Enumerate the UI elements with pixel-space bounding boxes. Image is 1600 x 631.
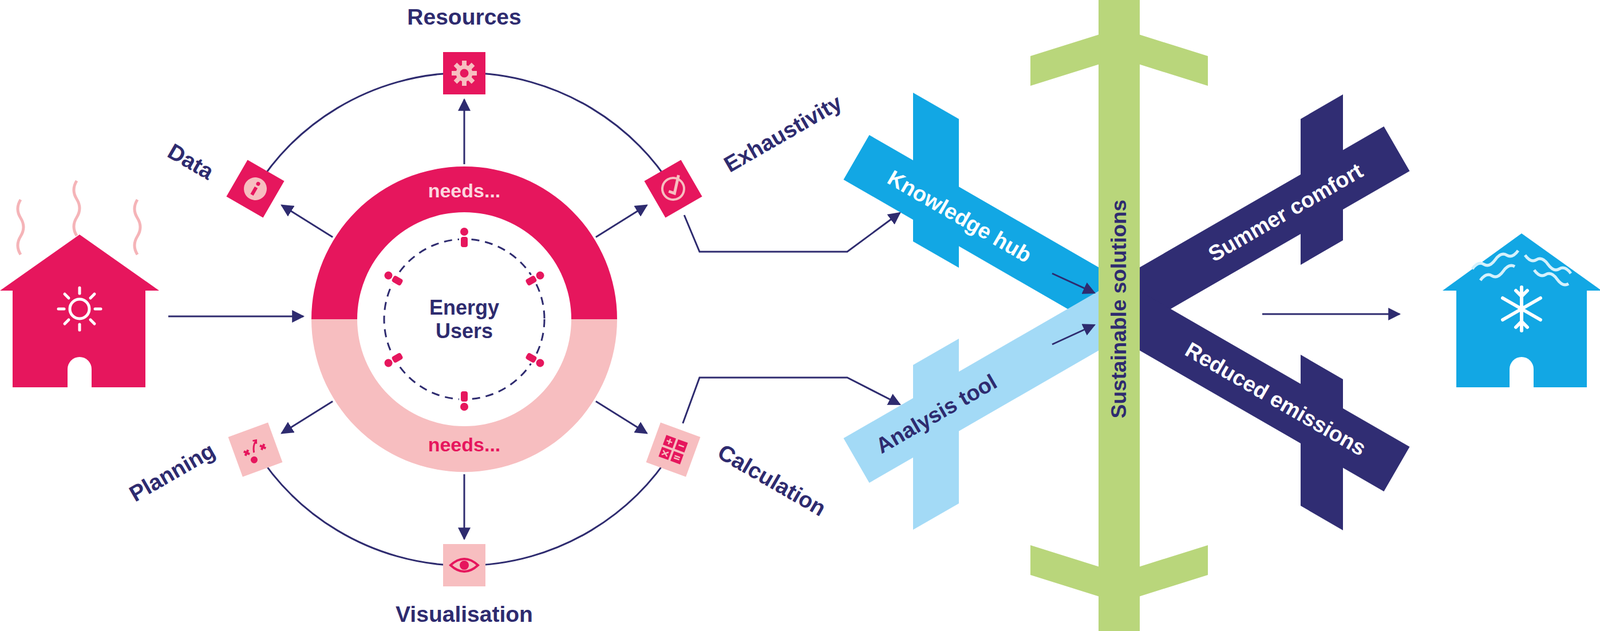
icon-box: Visualisation	[440, 542, 488, 590]
ring-label: needs...	[428, 433, 501, 457]
connector	[463, 474, 466, 540]
icon-heading: Visualisation	[395, 602, 533, 628]
icon-box: Data	[231, 165, 279, 213]
snowflake-band: Summer comfort	[1203, 158, 1368, 268]
icon-heading: Calculation	[713, 439, 831, 523]
band-label: Sustainable solutions	[1107, 199, 1132, 419]
band-label: Reduced emissions	[1180, 337, 1371, 462]
connector	[682, 377, 900, 424]
icon-heading: Exhaustivity	[719, 89, 847, 179]
icon-symbol	[231, 165, 279, 213]
users-ring: needs... Energy Users needs...	[311, 166, 618, 473]
band-label: Analysis tool	[871, 369, 1002, 460]
snowflake-band: Analysis tool	[871, 369, 1002, 460]
band-label: Knowledge hub	[883, 165, 1037, 268]
hot-house	[0, 180, 160, 388]
icon-symbol	[649, 165, 697, 213]
connector	[684, 212, 900, 252]
connector	[1052, 325, 1095, 345]
ring-label: Energy Users	[415, 295, 513, 344]
connector	[281, 401, 333, 434]
icon-box: Planning	[231, 426, 279, 474]
flow-arrow	[168, 315, 304, 318]
snowflake-band: Reduced emissions	[1180, 337, 1371, 462]
flow-arrow	[1262, 313, 1400, 316]
icon-symbol	[231, 426, 279, 474]
connector	[281, 205, 333, 238]
icon-heading: Planning	[124, 437, 220, 508]
icon-box: Exhaustivity	[649, 165, 697, 213]
icon-symbol	[440, 49, 488, 97]
icon-symbol	[649, 426, 697, 474]
ring-label: needs...	[428, 179, 501, 203]
connector	[595, 205, 647, 238]
icon-box: Resources	[440, 49, 488, 97]
icon-box: Calculation	[649, 426, 697, 474]
snowflake-band: Sustainable solutions	[1107, 199, 1132, 419]
icon-heading: Resources	[407, 4, 521, 31]
connector	[595, 401, 647, 434]
snowflake-band: Knowledge hub	[883, 165, 1037, 268]
cool-house	[1442, 233, 1600, 388]
band-label: Summer comfort	[1203, 158, 1368, 268]
snowflake	[843, 0, 1410, 631]
icon-symbol	[440, 542, 488, 590]
connector	[1052, 273, 1095, 294]
connector	[463, 99, 466, 165]
icon-heading: Data	[163, 138, 219, 185]
